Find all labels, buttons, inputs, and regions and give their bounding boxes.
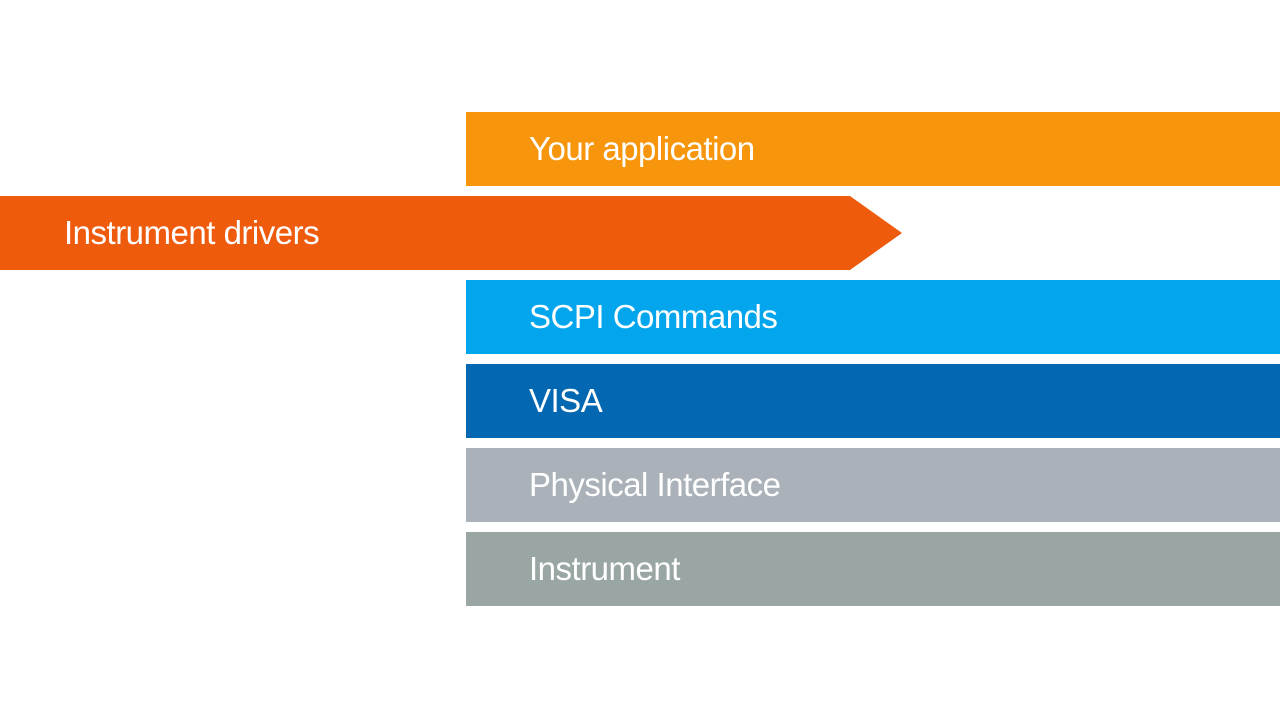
- layer-label: Your application: [529, 130, 755, 167]
- arrow-label: Instrument drivers: [64, 214, 320, 251]
- layer-label: SCPI Commands: [529, 298, 778, 335]
- layer-instrument: Instrument: [466, 532, 1280, 606]
- instrument-drivers-arrow: Instrument drivers: [0, 196, 902, 270]
- layer-scpi-commands: SCPI Commands: [466, 280, 1280, 354]
- layer-label: Physical Interface: [529, 466, 781, 503]
- layer-label: Instrument: [529, 550, 680, 587]
- layer-physical-interface: Physical Interface: [466, 448, 1280, 522]
- layer-your-application: Your application: [466, 112, 1280, 186]
- layer-label: VISA: [529, 382, 603, 419]
- layer-visa: VISA: [466, 364, 1280, 438]
- arrow-shape: [0, 196, 902, 270]
